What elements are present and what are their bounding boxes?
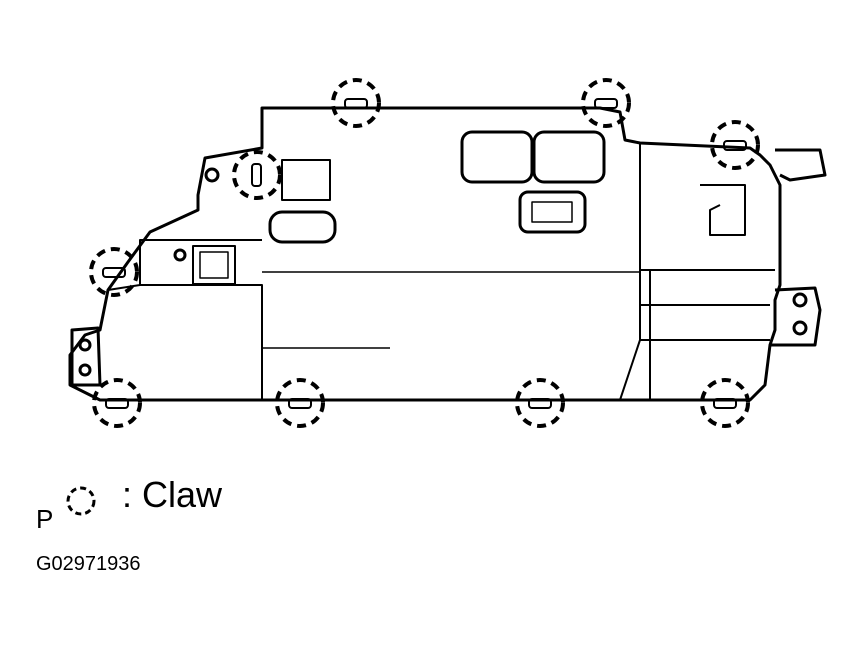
- right-module: [619, 143, 775, 401]
- left-panel: [99, 239, 263, 400]
- housing-outline: [68, 106, 782, 402]
- dashed-circle-icon: [66, 486, 96, 516]
- center-divider: [262, 271, 640, 349]
- upper-right-tab: [775, 148, 827, 182]
- upper-window-right: [532, 130, 606, 184]
- legend-label: : Claw: [122, 474, 223, 515]
- right-bracket: [770, 286, 822, 347]
- legend: P : Claw: [36, 474, 296, 534]
- claw-marker: [89, 247, 139, 297]
- figure-id: G02971936: [36, 553, 141, 575]
- claw-marker: [232, 150, 282, 200]
- claw-marker: [515, 378, 565, 428]
- legend-symbol-prefix: P: [36, 504, 54, 534]
- left-connector: [268, 210, 337, 244]
- claw-marker: [700, 378, 750, 428]
- claw-marker: [331, 78, 381, 128]
- upper-window-left: [460, 130, 534, 184]
- claw-marker: [710, 120, 760, 170]
- left-bracket: [70, 326, 102, 387]
- center-connector: [518, 190, 587, 234]
- claw-marker: [581, 78, 631, 128]
- square-connector: [192, 245, 236, 285]
- claw-marker: [92, 378, 142, 428]
- claw-marker: [275, 378, 325, 428]
